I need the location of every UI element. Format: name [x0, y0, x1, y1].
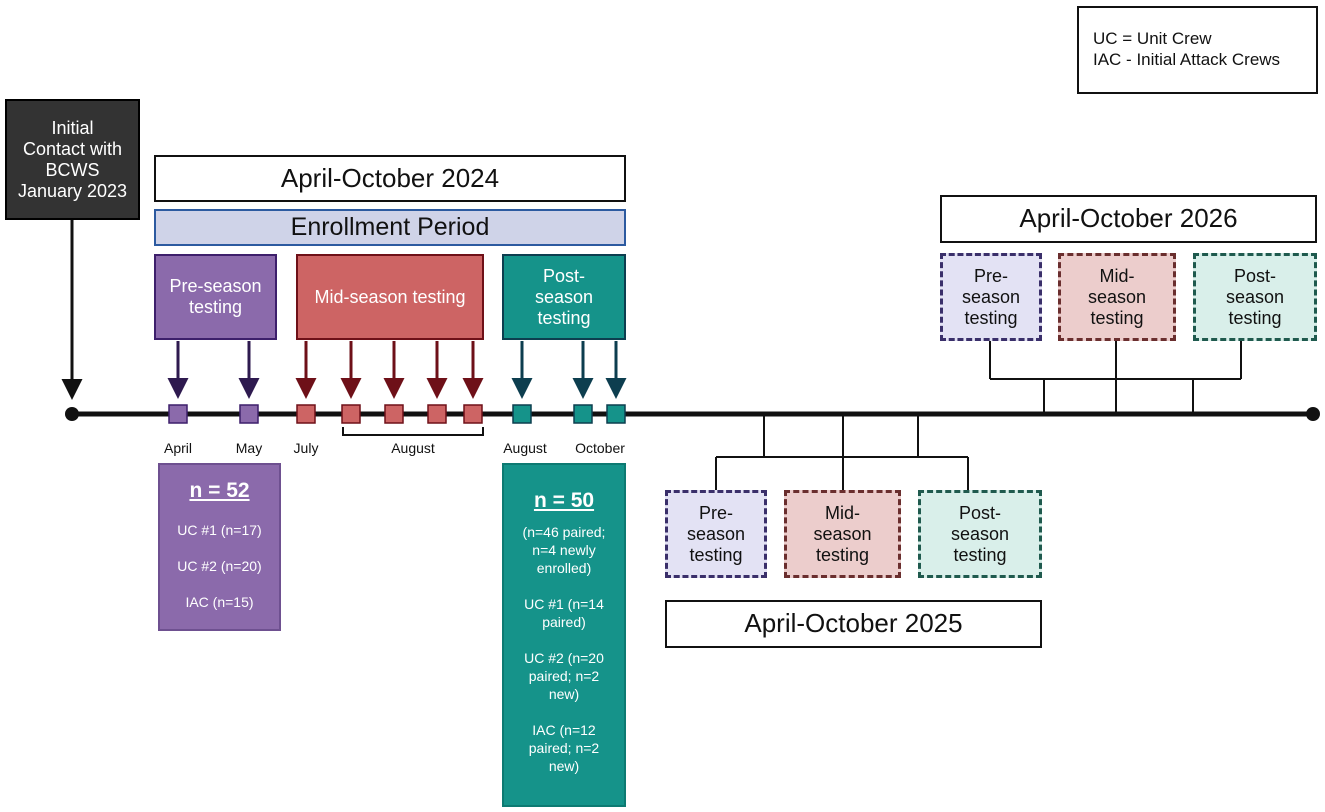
post-stat-iac-line: new) — [548, 758, 580, 774]
pre-season-2025-line: testing — [689, 544, 743, 565]
post-season-2025-line: season — [950, 523, 1010, 544]
timeline-end-dot — [1306, 407, 1320, 421]
post-stat-iac-line: IAC (n=12 — [532, 722, 596, 738]
initial-contact-box: Initial Contact with BCWS January 2023 — [5, 99, 140, 220]
marker-april — [168, 404, 188, 424]
post-stat-note-line: n=4 newly — [532, 542, 596, 558]
initial-contact-line: January 2023 — [17, 180, 128, 201]
year-2024-box: April-October 2024 — [154, 155, 626, 202]
post-season-2026-line: Post- — [1233, 265, 1276, 286]
pre-season-2026-line: testing — [964, 307, 1018, 328]
mid-season-2025-box: Mid- season testing — [784, 490, 901, 578]
mid-season-2025-line: testing — [815, 544, 870, 565]
month-april: April — [163, 440, 193, 456]
post-season-2024-box: Post- season testing — [502, 254, 626, 340]
mid-season-2025-line: season — [813, 523, 872, 544]
mid-season-2026-line: season — [1087, 286, 1147, 307]
initial-contact-line: Contact with — [22, 138, 123, 159]
pre-season-2024-box: Pre-season testing — [154, 254, 277, 340]
mid-season-2024-box: Mid-season testing — [296, 254, 484, 340]
month-october: October — [575, 440, 625, 456]
connectors-2026 — [989, 341, 1242, 414]
post-season-2024-line: testing — [537, 307, 591, 328]
marker-aug-2 — [384, 404, 404, 424]
post-season-n: n = 50 — [533, 489, 595, 512]
legend-box: UC = Unit Crew IAC - Initial Attack Crew… — [1077, 6, 1318, 94]
pre-season-2024-label: Pre-season testing — [169, 276, 262, 317]
post-season-2026-line: season — [1225, 286, 1285, 307]
post-stat-uc1-line: paired) — [542, 614, 586, 630]
post-stat-note-line: (n=46 paired; — [522, 524, 606, 540]
post-stat-uc2-line: paired; n=2 — [528, 668, 600, 684]
enrollment-period-box: Enrollment Period — [154, 209, 626, 246]
post-season-2024-line: season — [534, 286, 594, 307]
post-season-2026-box: Post- season testing — [1193, 253, 1317, 341]
pre-stat-uc1: UC #1 (n=17) — [177, 522, 262, 538]
post-stat-uc1-line: UC #1 (n=14 — [524, 596, 604, 612]
mid-season-2026-line: testing — [1090, 307, 1144, 328]
post-stat-uc2-line: UC #2 (n=20 — [524, 650, 604, 666]
marker-oct-1 — [573, 404, 593, 424]
initial-contact-line: BCWS — [45, 159, 100, 180]
mid-season-2025-line: Mid- — [824, 502, 860, 523]
initial-contact-line: Initial — [51, 117, 94, 138]
month-july: July — [293, 440, 319, 456]
pre-season-2026-line: Pre- — [973, 265, 1008, 286]
post-season-stats-box: n = 50 (n=46 paired; n=4 newly enrolled)… — [502, 463, 626, 807]
post-stat-uc2: UC #2 (n=20 paired; n=2 new) — [504, 649, 624, 703]
post-stat-uc2-line: new) — [548, 686, 580, 702]
mid-season-2026-line: Mid- — [1099, 265, 1135, 286]
pre-season-2026-box: Pre- season testing — [940, 253, 1042, 341]
post-season-2024-line: Post- — [542, 265, 585, 286]
pre-season-2025-box: Pre- season testing — [665, 490, 767, 578]
post-stat-iac: IAC (n=12 paired; n=2 new) — [504, 721, 624, 775]
legend-iac: IAC - Initial Attack Crews — [1093, 50, 1281, 69]
year-2026-box: April-October 2026 — [940, 195, 1317, 243]
legend-uc: UC = Unit Crew — [1093, 29, 1212, 48]
august-bracket — [342, 427, 484, 436]
month-august-mid: August — [391, 440, 435, 456]
post-stat-note-line: enrolled) — [536, 560, 592, 576]
pre-season-2026-line: season — [961, 286, 1021, 307]
pre-season-stats-box: n = 52 UC #1 (n=17) UC #2 (n=20) IAC (n=… — [158, 463, 281, 631]
post-stat-note: (n=46 paired; n=4 newly enrolled) — [504, 523, 624, 577]
post-season-2025-line: Post- — [958, 502, 1001, 523]
post-stat-iac-line: paired; n=2 — [528, 740, 600, 756]
marker-aug-1 — [341, 404, 361, 424]
mid-season-2026-box: Mid- season testing — [1058, 253, 1176, 341]
pre-stat-iac: IAC (n=15) — [185, 594, 254, 610]
marker-aug-post — [512, 404, 532, 424]
pre-season-2025-line: season — [686, 523, 746, 544]
timeline-start-dot — [65, 407, 79, 421]
pre-stat-uc2: UC #2 (n=20) — [177, 558, 262, 574]
marker-july — [296, 404, 316, 424]
marker-aug-3 — [427, 404, 447, 424]
pre-season-2025-line: Pre- — [698, 502, 733, 523]
year-2025-box: April-October 2025 — [665, 600, 1042, 648]
month-august-post: August — [503, 440, 547, 456]
mid-season-2024-label: Mid-season testing — [314, 286, 466, 307]
marker-aug-4 — [463, 404, 483, 424]
month-may: May — [235, 440, 263, 456]
marker-may — [239, 404, 259, 424]
post-season-2026-line: testing — [1228, 307, 1282, 328]
post-stat-uc1: UC #1 (n=14 paired) — [504, 595, 624, 631]
pre-season-n: n = 52 — [189, 479, 250, 502]
marker-oct-2 — [606, 404, 626, 424]
post-season-2025-box: Post- season testing — [918, 490, 1042, 578]
post-season-2025-line: testing — [953, 544, 1007, 565]
connectors-2025 — [715, 414, 969, 490]
